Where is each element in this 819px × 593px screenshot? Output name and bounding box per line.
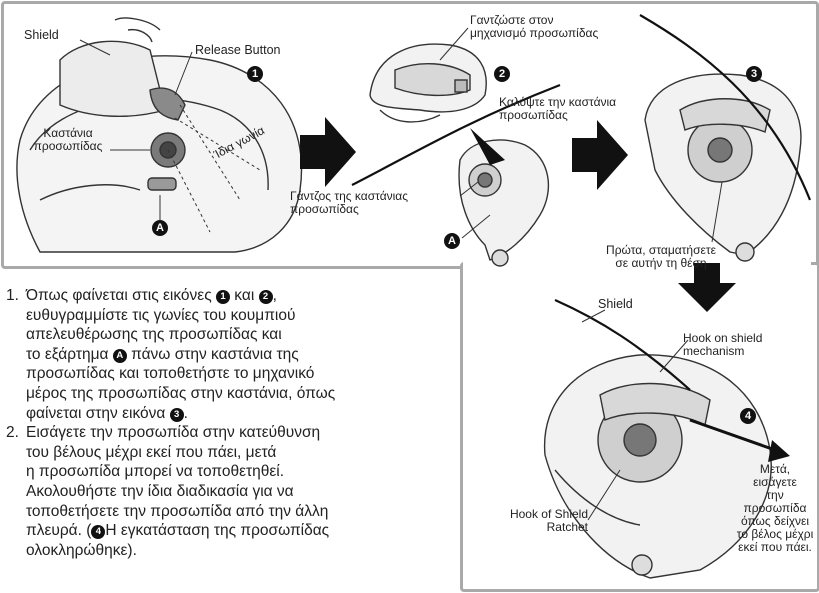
- step1-line4: το εξάρτημα A πάνω στην καστάνια της: [26, 345, 456, 365]
- step-2-number: 2.: [6, 423, 19, 443]
- step1-line1-c: ,: [273, 287, 277, 304]
- instruction-step-1: 1. Όπως φαίνεται στις εικόνες 1 και 2, ε…: [6, 286, 456, 423]
- step1-line4-b: πάνω στην καστάνια της: [131, 346, 299, 363]
- label-stop-here-line2: σε αυτήν τη θέση: [598, 257, 724, 270]
- step-number-1-badge: 1: [247, 66, 263, 82]
- marker-a-1: A: [152, 220, 168, 236]
- step-number-3-badge: 3: [746, 66, 762, 82]
- step1-line1-a: Όπως φαίνεται στις εικόνες: [26, 287, 212, 304]
- step1-line7-b: .: [184, 405, 188, 422]
- inline-badge-4: 4: [91, 525, 105, 539]
- step2-line2: του βέλους μέχρι εκεί που πάει, μετά: [26, 443, 456, 463]
- step2-line6-b: Η εγκατάσταση της προσωπίδας: [105, 522, 329, 539]
- insert-arrow-head: [768, 440, 790, 462]
- label-cover-ratchet: Καλύψτε την καστάνια προσωπίδας: [499, 96, 616, 122]
- inline-badge-a: A: [113, 349, 127, 363]
- marker-a-2: A: [444, 233, 460, 249]
- shield-mechanism-illustration: [370, 44, 548, 266]
- inline-badge-2: 2: [259, 290, 273, 304]
- label-hook-mech-4-line2: mechanism: [683, 345, 762, 358]
- step1-line6: μέρος της προσωπίδας στην καστάνια, όπως: [26, 384, 456, 404]
- step1-line7: φαίνεται στην εικόνα 3.: [26, 404, 456, 424]
- step2-line1: Εισάγετε την προσωπίδα στην κατεύθυνση: [26, 423, 456, 443]
- label-ratchet-1: Καστάνια προσωπίδας: [24, 127, 112, 153]
- label-shield-4: Shield: [598, 298, 633, 311]
- label-release-button: Release Button: [195, 44, 280, 57]
- step1-line3: απελευθέρωσης της προσωπίδας και: [26, 325, 456, 345]
- step2-line7: ολοκληρώθηκε).: [26, 541, 456, 561]
- step1-line1: Όπως φαίνεται στις εικόνες 1 και 2,: [26, 286, 456, 306]
- label-stop-here: Πρώτα, σταματήσετε σε αυτήν τη θέση: [598, 244, 724, 270]
- step1-line1-b: και: [234, 287, 254, 304]
- instructions: 1. Όπως φαίνεται στις εικόνες 1 και 2, ε…: [6, 286, 456, 560]
- label-hook-ratchet-4-line2: Ratchet: [478, 521, 588, 534]
- label-hook-mechanism: Γαντζώστε στον μηχανισμό προσωπίδας: [470, 14, 598, 40]
- big-arrow-1: [300, 117, 356, 187]
- label-ratchet-hook: Γάντζος της καστάνιας προσωπίδας: [290, 190, 408, 216]
- step2-line4: Ακολουθήστε την ίδια διαδικασία για να: [26, 482, 456, 502]
- label-shield-1: Shield: [24, 29, 59, 42]
- step1-line4-a: το εξάρτημα: [26, 346, 108, 363]
- big-arrow-down: [678, 263, 736, 312]
- step-number-4-badge: 4: [740, 408, 756, 424]
- step2-line6-a: πλευρά. (: [26, 522, 91, 539]
- label-cover-ratchet-line2: προσωπίδας: [499, 109, 616, 122]
- label-hook-mechanism-line2: μηχανισμό προσωπίδας: [470, 27, 598, 40]
- label-hook-ratchet-4: Hook of Shield Ratchet: [478, 508, 588, 534]
- inline-badge-3: 3: [170, 408, 184, 422]
- label-then-insert-line7: εκεί που πάει.: [735, 541, 815, 554]
- label-hook-mech-4: Hook on shield mechanism: [683, 332, 762, 358]
- big-arrow-2: [572, 120, 628, 190]
- label-ratchet-hook-line2: προσωπίδας: [290, 203, 408, 216]
- label-ratchet-1-line2: προσωπίδας: [24, 140, 112, 153]
- step2-line3: η προσωπίδα μπορεί να τοποθετηθεί.: [26, 462, 456, 482]
- step-1-number: 1.: [6, 286, 19, 306]
- label-then-insert: Μετά, εισάγετε την προσωπίδα όπως δείχνε…: [735, 463, 815, 554]
- step1-line2: ευθυγραμμίστε τις γωνίες του κουμπιού: [26, 306, 456, 326]
- step1-line7-a: φαίνεται στην εικόνα: [26, 405, 165, 422]
- step-number-2-badge: 2: [494, 66, 510, 82]
- step2-line5: τοποθετήσετε την προσωπίδα από την άλλη: [26, 502, 456, 522]
- instruction-step-2: 2. Εισάγετε την προσωπίδα στην κατεύθυνσ…: [6, 423, 456, 560]
- shield-mounted-illustration: [645, 74, 801, 261]
- step1-line5: προσωπίδας και τοποθετήστε το μηχανικό: [26, 364, 456, 384]
- inline-badge-1: 1: [216, 290, 230, 304]
